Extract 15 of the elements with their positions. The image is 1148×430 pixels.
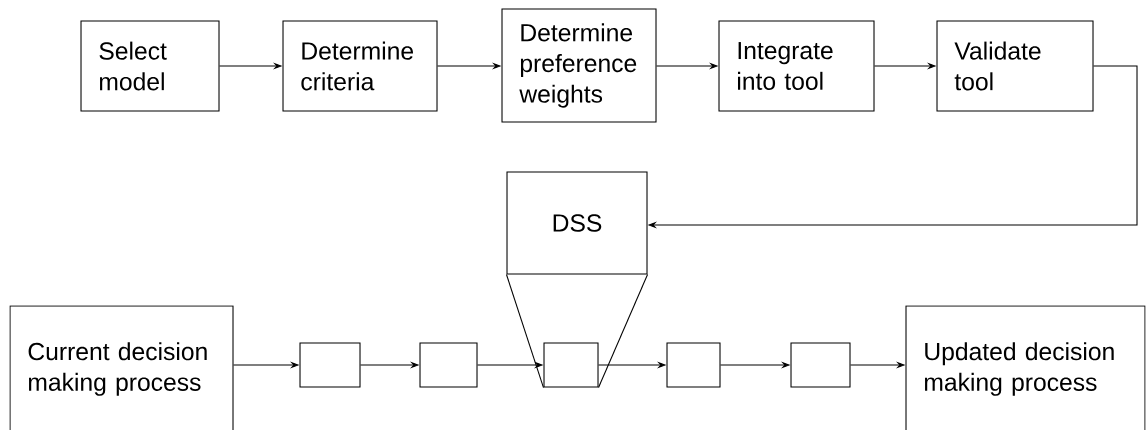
empty-box xyxy=(543,342,599,388)
process-box: Integrate into tool xyxy=(718,20,875,112)
process-box: Determine preference weights xyxy=(501,8,657,123)
process-box: DSS xyxy=(506,171,648,275)
process-box: Validate tool xyxy=(936,20,1094,112)
empty-box xyxy=(299,342,361,388)
empty-box xyxy=(790,342,851,388)
magnification-line xyxy=(505,274,544,389)
process-box: Current decision making process xyxy=(9,305,234,430)
empty-box xyxy=(419,342,478,388)
process-box: Determine criteria xyxy=(282,20,438,112)
process-box: Updated decision making process xyxy=(905,305,1146,430)
empty-box xyxy=(666,342,721,388)
process-box: Select model xyxy=(80,20,220,112)
magnification-line xyxy=(598,274,649,389)
